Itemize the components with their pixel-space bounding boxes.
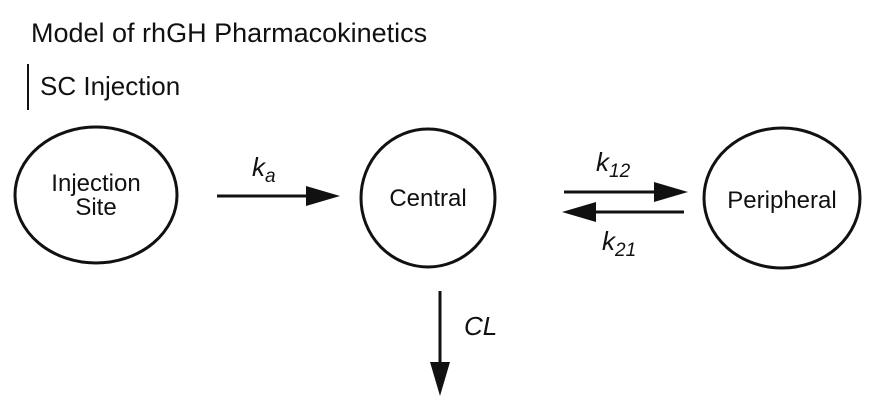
absorption-arrow: ka xyxy=(217,152,340,206)
injection-site-label-line2: Site xyxy=(75,194,116,221)
k21-rate-subscript: 21 xyxy=(614,240,636,261)
peripheral-to-central-arrow: k21 xyxy=(562,202,684,261)
injection-site-circle xyxy=(13,125,179,265)
peripheral-compartment: Peripheral xyxy=(702,126,862,270)
k12-rate-symbol: k xyxy=(596,147,611,177)
k12-rate-label: k12 xyxy=(596,147,631,182)
k21-rate-symbol: k xyxy=(602,226,617,256)
k21-arrowhead xyxy=(562,202,596,222)
k21-rate-label: k21 xyxy=(602,226,636,261)
central-to-peripheral-arrow: k12 xyxy=(564,147,688,202)
absorption-rate-subscript: a xyxy=(265,166,276,187)
route-label: SC Injection xyxy=(40,71,180,101)
central-compartment: Central xyxy=(359,127,497,269)
peripheral-circle xyxy=(702,126,862,270)
clearance-arrowhead xyxy=(430,362,450,396)
central-circle xyxy=(359,127,497,269)
absorption-rate-label: ka xyxy=(252,152,276,187)
absorption-rate-symbol: k xyxy=(252,152,267,182)
central-label: Central xyxy=(389,185,466,212)
peripheral-label: Peripheral xyxy=(727,187,836,214)
clearance-label: CL xyxy=(464,311,497,341)
injection-site-compartment: Injection Site xyxy=(13,125,179,265)
k12-arrowhead xyxy=(654,182,688,202)
k12-rate-subscript: 12 xyxy=(609,161,631,182)
injection-site-label-line1: Injection xyxy=(51,170,140,197)
clearance-arrow: CL xyxy=(430,291,497,396)
diagram-title: Model of rhGH Pharmacokinetics xyxy=(31,18,427,48)
absorption-arrowhead xyxy=(306,186,340,206)
